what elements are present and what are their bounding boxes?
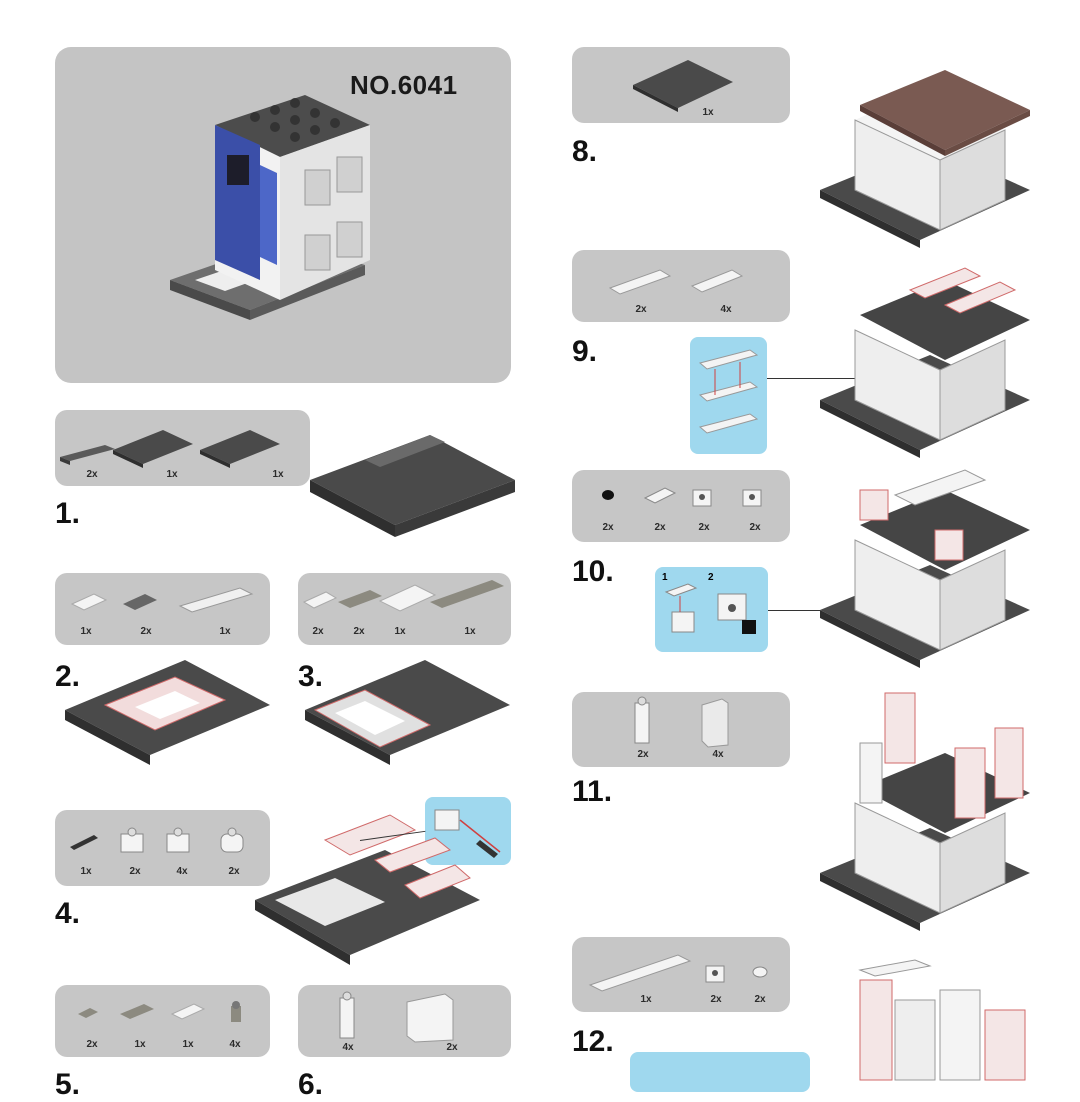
step-10-callout-detail	[664, 583, 756, 634]
step-10-callout	[655, 567, 768, 652]
step-5-part-2-qty: 1x	[134, 1039, 146, 1050]
plate-1x4-white-icon	[690, 269, 744, 293]
step-12-part-3-qty: 2x	[754, 994, 766, 1005]
panel-clear-icon	[701, 698, 729, 748]
step-9-result-illustration	[820, 267, 1030, 458]
model-number: NO.6041	[350, 70, 458, 100]
brick-pin-white-icon	[692, 489, 712, 507]
tile-1x4-grey-icon	[338, 590, 382, 608]
step-5-part-3-qty: 1x	[182, 1039, 194, 1050]
step-4-number: 4.	[55, 897, 81, 930]
step-11-part-2-qty: 4x	[712, 749, 724, 760]
step-12-part-2-qty: 2x	[710, 994, 722, 1005]
step-5-part-1-qty: 2x	[86, 1039, 98, 1050]
step-11-result-illustration	[820, 692, 1030, 931]
step-6-part-1-qty: 4x	[342, 1042, 354, 1053]
step-10-callout-connector	[768, 610, 820, 611]
step-9-callout-connector	[767, 378, 862, 379]
tile-1x6-white-icon	[608, 269, 672, 295]
step-9-part-2-qty: 4x	[720, 304, 732, 315]
tile-1x2-white-icon	[302, 591, 338, 609]
plate-4x6-dark-icon	[113, 430, 193, 468]
step-2-parts-panel	[55, 573, 270, 645]
panel-white-icon	[406, 993, 454, 1043]
plate-1x2-white-icon	[643, 487, 677, 504]
tile-1x1-grey-icon	[78, 1008, 98, 1018]
step-2-part-2-qty: 2x	[140, 626, 152, 637]
tile-1x6-grey-icon	[430, 580, 504, 608]
step-2-number: 2.	[55, 660, 81, 693]
finished-model-illustration	[170, 95, 370, 320]
step-10-part-2-qty: 2x	[654, 522, 666, 533]
tile-white-icon	[70, 593, 108, 611]
step-11-parts-panel	[572, 692, 790, 767]
hydrant-grey-icon	[231, 1001, 241, 1022]
step-4-result-illustration	[255, 814, 480, 965]
plate-1x2-dark-icon	[123, 594, 157, 610]
plate-4x6-dark-icon	[200, 430, 280, 468]
step-10-number: 10.	[572, 555, 614, 588]
step-3-part-1-qty: 2x	[312, 626, 324, 637]
step-12-result-illustration	[858, 959, 1026, 1081]
step-10-result-illustration	[820, 469, 1030, 668]
step-3-result-illustration	[305, 660, 510, 765]
tile-1x2-white-icon	[170, 1003, 206, 1020]
step-9-number: 9.	[572, 335, 598, 368]
step-11-number: 11.	[572, 775, 613, 808]
step-8-part-1-qty: 1x	[702, 107, 714, 118]
step-10-callout-label-1: 1	[662, 572, 668, 583]
brick-pin-white-icon	[705, 965, 725, 983]
step-11-part-1-qty: 2x	[637, 749, 649, 760]
step-1-part-1-qty: 2x	[86, 469, 98, 480]
step-3-number: 3.	[298, 660, 324, 693]
pillar-white-icon	[339, 991, 355, 1039]
step-5-part-4-qty: 4x	[229, 1039, 241, 1050]
step-4-part-2-qty: 2x	[129, 866, 141, 877]
plate-1x6-white-icon	[178, 587, 254, 613]
step-8-number: 8.	[572, 135, 598, 168]
step-10-part-3-qty: 2x	[698, 522, 710, 533]
brick-white-pin-icon	[120, 827, 144, 853]
step-10-part-1-qty: 2x	[602, 522, 614, 533]
plate-1x8-white-icon	[588, 954, 692, 992]
step-1-part-3-qty: 1x	[272, 469, 284, 480]
brick-white-icon	[166, 827, 190, 853]
step-1-result-illustration	[310, 435, 515, 537]
step-6-parts-panel	[298, 985, 511, 1057]
step-10-part-4-qty: 2x	[749, 522, 761, 533]
step-8-result-illustration	[820, 70, 1030, 248]
bar-dark-icon	[70, 835, 98, 850]
step-6-number: 6.	[298, 1068, 324, 1101]
step-3-part-2-qty: 2x	[353, 626, 365, 637]
step-3-part-4-qty: 1x	[464, 626, 476, 637]
plate-6x6-dark-icon	[633, 60, 733, 112]
step-3-part-3-qty: 1x	[394, 626, 406, 637]
step-2-part-1-qty: 1x	[80, 626, 92, 637]
step-4-part-1-qty: 1x	[80, 866, 92, 877]
step-4-part-3-qty: 4x	[176, 866, 188, 877]
step-4-callout-detail	[434, 809, 501, 858]
step-10-callout-label-2: 2	[708, 572, 714, 583]
brick-side-white-icon	[742, 489, 762, 507]
step-9-part-1-qty: 2x	[635, 304, 647, 315]
step-9-callout-detail	[698, 349, 759, 434]
step-4-part-4-qty: 2x	[228, 866, 240, 877]
plate-1x6-dark-icon	[60, 445, 115, 465]
round-black-icon	[602, 490, 614, 500]
step-5-number: 5.	[55, 1068, 81, 1101]
step-12-part-1-qty: 1x	[640, 994, 652, 1005]
tile-1x3-grey-icon	[120, 1004, 154, 1019]
tile-2x4-white-icon	[378, 584, 437, 612]
step-6-part-2-qty: 2x	[446, 1042, 458, 1053]
step-9-parts-panel	[572, 250, 790, 322]
step-1-number: 1.	[55, 497, 81, 530]
step-2-result-illustration	[65, 660, 270, 765]
step-12-number: 12.	[572, 1025, 614, 1058]
step-2-part-3-qty: 1x	[219, 626, 231, 637]
step-12-callout	[630, 1052, 810, 1092]
step-1-part-2-qty: 1x	[166, 469, 178, 480]
stud-white-icon	[752, 966, 768, 978]
brick-white-round-icon	[220, 827, 244, 853]
pillar-white-icon	[634, 696, 650, 744]
